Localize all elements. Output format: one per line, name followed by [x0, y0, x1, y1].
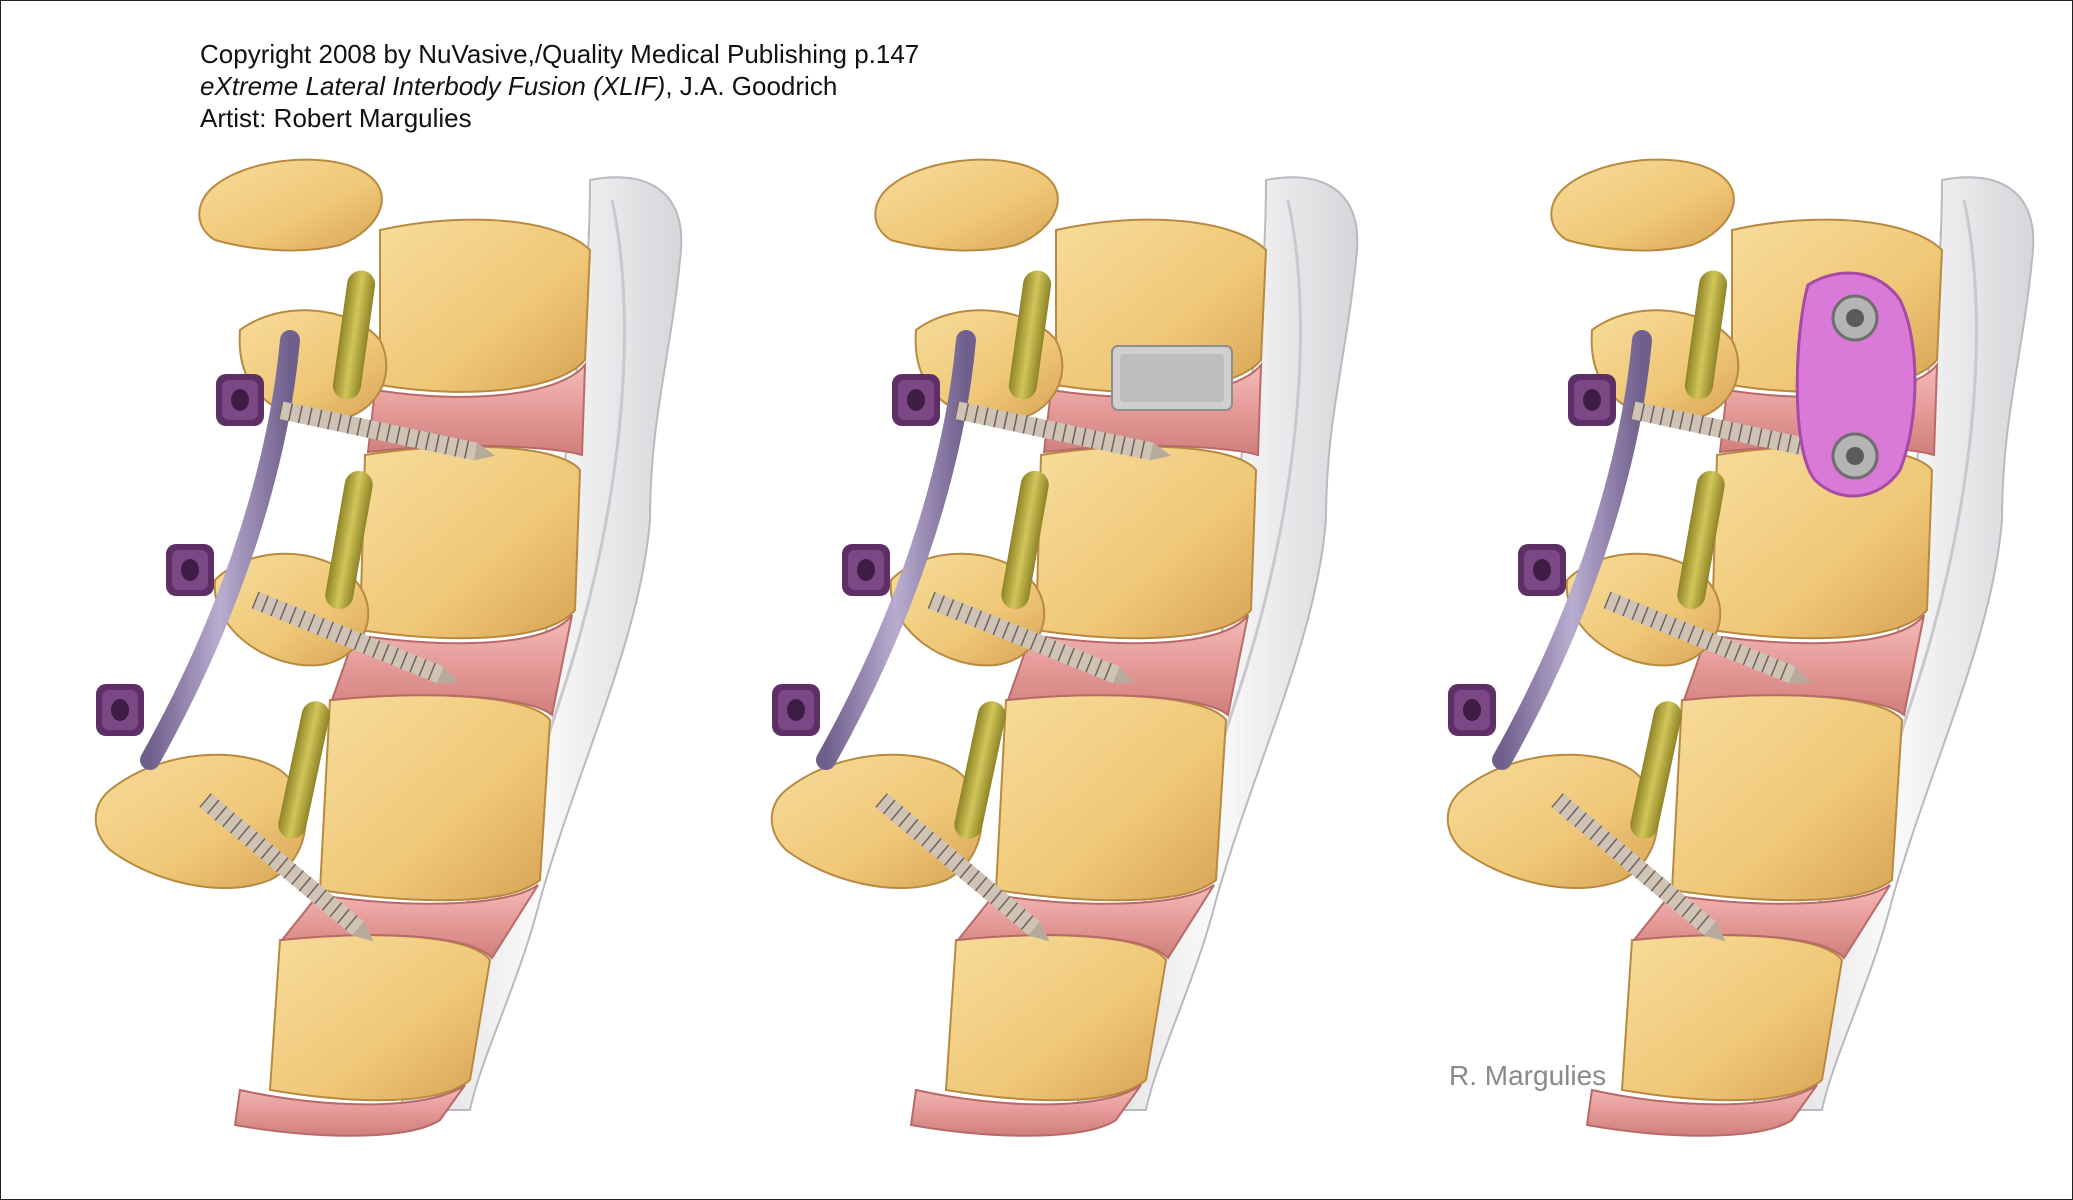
- copyright-credits: Copyright 2008 by NuVasive,/Quality Medi…: [200, 38, 919, 134]
- lateral-plate: [1795, 271, 1917, 498]
- artist-signature: R. Margulies: [1449, 1060, 1607, 1091]
- book-title: eXtreme Lateral Interbody Fusion (XLIF): [200, 71, 666, 101]
- credit-line-artist: Artist: Robert Margulies: [200, 103, 472, 133]
- interbody-cage: [1111, 345, 1233, 411]
- credit-line-book: eXtreme Lateral Interbody Fusion (XLIF),…: [200, 70, 919, 102]
- book-author: , J.A. Goodrich: [665, 71, 838, 101]
- credit-line-copyright: Copyright 2008 by NuVasive,/Quality Medi…: [200, 39, 920, 69]
